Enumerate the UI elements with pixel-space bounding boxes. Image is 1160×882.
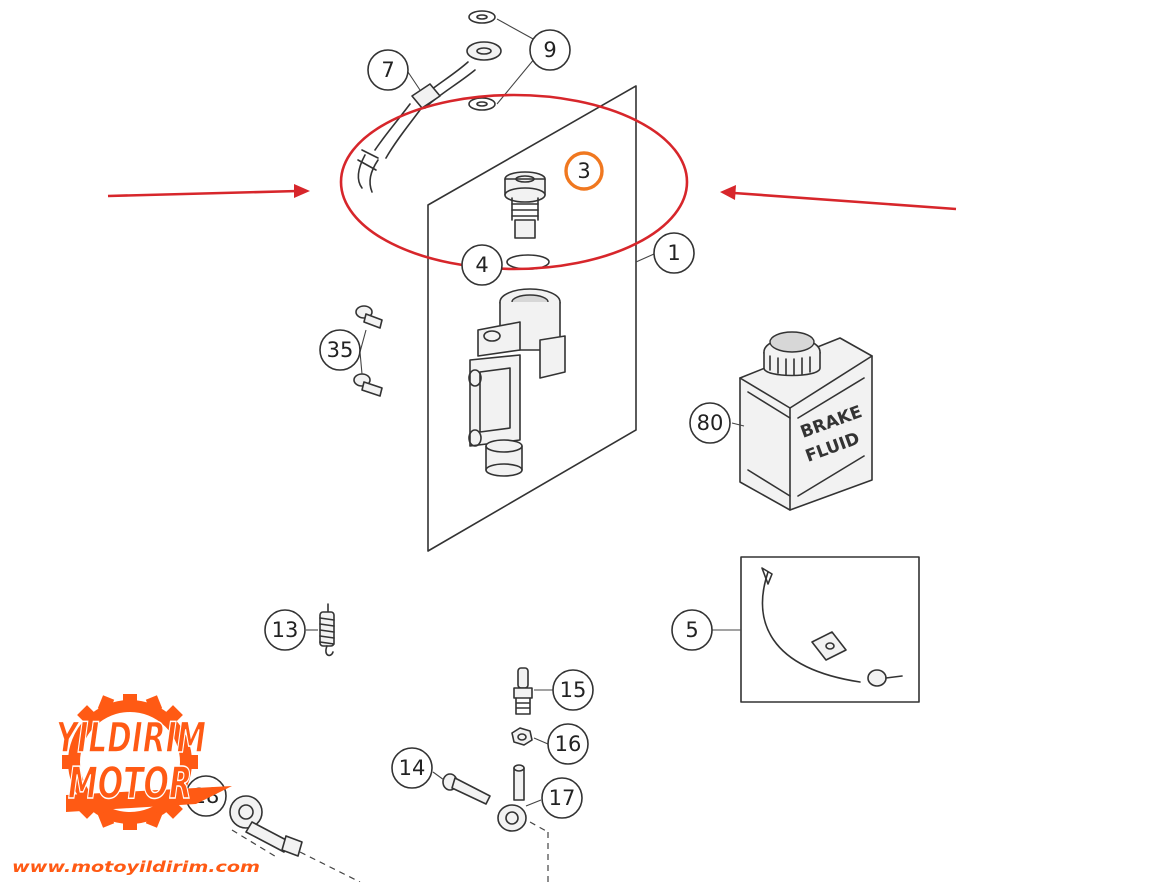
callout-9: 9	[529, 29, 571, 71]
svg-text:80: 80	[697, 411, 724, 435]
assembly-panel	[427, 85, 637, 552]
callout-16: 16	[547, 723, 589, 765]
left-arrow	[107, 184, 310, 198]
part-16-nut	[511, 727, 533, 746]
part-1-master-cylinder	[468, 288, 566, 477]
part-3-fitting	[504, 171, 546, 239]
svg-text:7: 7	[381, 58, 394, 82]
callout-3-highlighted: 3	[564, 151, 604, 191]
part-18-push-rod	[229, 795, 303, 857]
callout-15: 15	[552, 669, 594, 711]
part-14-bolt	[442, 773, 491, 805]
logo-line1: YILDIRIM	[56, 713, 206, 762]
svg-text:4: 4	[475, 253, 488, 277]
svg-text:15: 15	[560, 678, 587, 702]
gear-icon	[62, 694, 198, 830]
svg-text:14: 14	[399, 756, 426, 780]
right-arrow	[720, 185, 957, 211]
logo-url: www.motoyildirim.com	[12, 858, 260, 876]
svg-text:1: 1	[667, 241, 680, 265]
callout-35: 35	[319, 329, 361, 371]
logo-line2: MOTOR	[68, 758, 192, 809]
svg-text:9: 9	[543, 38, 556, 62]
callout-14: 14	[391, 747, 433, 789]
part-9-washers-banjo	[466, 10, 502, 111]
part-5-hose-kit	[740, 556, 920, 703]
part-7-brake-hose	[357, 61, 476, 193]
callout-80: 80	[689, 402, 731, 444]
callout-13: 13	[264, 609, 306, 651]
callout-4: 4	[461, 244, 503, 286]
svg-text:35: 35	[327, 338, 354, 362]
callout-1: 1	[653, 232, 695, 274]
svg-text:17: 17	[549, 786, 576, 810]
part-15-bleed-nipple	[513, 667, 533, 715]
svg-text:16: 16	[555, 732, 582, 756]
svg-text:5: 5	[685, 618, 698, 642]
callout-7: 7	[367, 49, 409, 91]
part-13-spring	[319, 603, 335, 657]
part-17-banjo	[497, 764, 527, 832]
callout-17: 17	[541, 777, 583, 819]
yildirim-motor-logo: YILDIRIM MOTOR www.motoyildirim.com	[12, 694, 260, 876]
part-80-brake-fluid-can: BRAKE FLUID	[739, 331, 873, 511]
svg-text:3: 3	[577, 159, 590, 183]
callout-5: 5	[671, 609, 713, 651]
highlight-ellipse	[339, 93, 689, 271]
svg-text:13: 13	[272, 618, 299, 642]
